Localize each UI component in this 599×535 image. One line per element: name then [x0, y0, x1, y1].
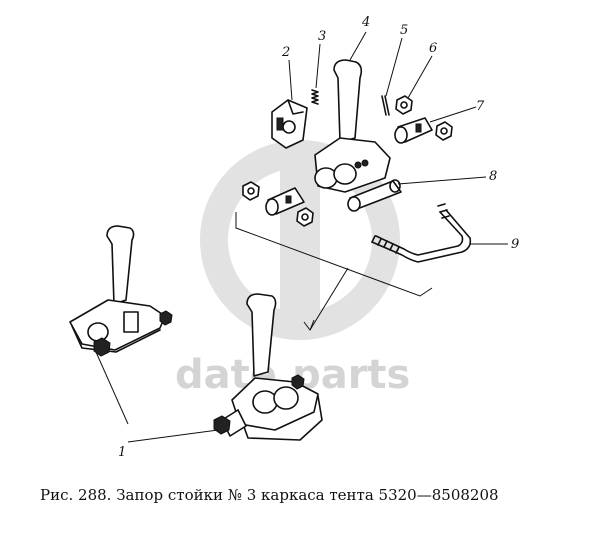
callout-2: 2	[281, 45, 290, 60]
callout-4: 4	[361, 15, 370, 30]
part-2-bracket	[271, 99, 308, 149]
part-3-spring	[311, 89, 319, 105]
part-7-barrel	[394, 117, 433, 144]
figure-caption: Рис. 288. Запор стойки № 3 каркаса тента…	[40, 486, 499, 504]
callout-9: 9	[511, 237, 519, 252]
leader-3	[315, 43, 321, 89]
part-8-bushing	[347, 179, 402, 212]
leader-4	[349, 31, 367, 61]
callout-6: 6	[429, 41, 437, 56]
leader-2	[288, 59, 293, 101]
part-6-nuts	[395, 95, 453, 141]
part-9-u-bolt	[371, 203, 472, 263]
leader-1a	[95, 351, 129, 425]
assembly-arrow-line	[309, 267, 349, 331]
center-assembly	[213, 293, 323, 441]
leader-8	[397, 176, 487, 185]
leader-1b	[127, 429, 219, 443]
loose-nuts-left	[242, 181, 314, 227]
callout-1: 1	[118, 445, 126, 460]
leader-7	[429, 106, 477, 123]
callout-3: 3	[318, 29, 326, 44]
leader-5	[385, 37, 403, 97]
callout-8: 8	[489, 169, 497, 184]
callout-5: 5	[400, 23, 408, 38]
part-4-lever-housing	[314, 59, 391, 193]
leader-6	[407, 55, 433, 99]
assembly-guide-line	[235, 212, 433, 297]
callout-7: 7	[476, 99, 485, 114]
left-assembly	[69, 225, 173, 357]
part-5-pin	[381, 95, 390, 116]
